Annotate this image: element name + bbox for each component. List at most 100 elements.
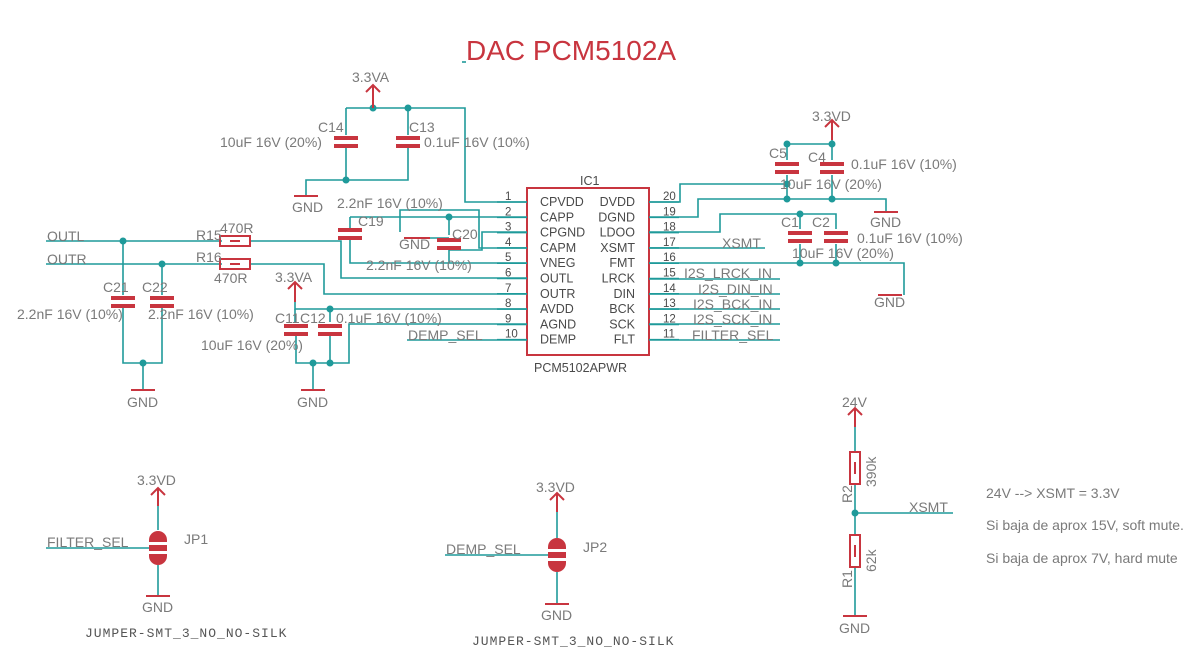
power-label: 3.3VD: [812, 108, 851, 124]
net-cpvdd: [373, 107, 527, 203]
resistor-r16[interactable]: [219, 258, 251, 270]
power-3v3a-top: [365, 83, 381, 108]
power-label: 3.3VA: [352, 69, 390, 85]
ic1-pin-name: XSMT: [600, 241, 635, 255]
gnd-label: GND: [142, 599, 173, 615]
c5-ref: C5: [769, 145, 787, 161]
c4-ref: C4: [808, 149, 826, 165]
ic1-pin-number: 16: [663, 252, 676, 264]
c20-ref: C20: [452, 226, 478, 242]
capacitor-c22[interactable]: [150, 296, 174, 308]
net-label-demp-sel: DEMP_SEL: [446, 541, 521, 557]
r2-value: 390k: [863, 456, 879, 487]
net-outl: [46, 240, 527, 279]
ic1-pin-name: CAPM: [540, 241, 576, 255]
jp1-ref: JP1: [184, 531, 208, 547]
gnd-label: GND: [839, 620, 870, 636]
jumper-jp1-group: 3.3VD FILTER_SEL GND JP1 JUMPER-SMT_3_NO…: [46, 472, 286, 641]
ic1-pin-number: 4: [505, 237, 512, 249]
c13-ref: C13: [409, 119, 435, 135]
ic1-symbol[interactable]: IC1 PCM5102APWR: [526, 174, 650, 375]
gnd-label: GND: [297, 394, 328, 410]
c21-ref: C21: [103, 279, 129, 295]
c22-ref: C22: [142, 279, 168, 295]
ic1-pin-name: AVDD: [540, 302, 574, 316]
note-line: Si baja de aprox 15V, soft mute.: [986, 517, 1184, 533]
capacitor-c5[interactable]: [775, 162, 799, 174]
power-3v3d-top: [824, 118, 840, 140]
gnd-label: GND: [127, 394, 158, 410]
ic1-pin-name: FLT: [614, 333, 636, 347]
net-label-outl: OUTL: [47, 228, 85, 244]
capacitor-c12[interactable]: [318, 324, 342, 336]
capacitor-c11[interactable]: [284, 324, 308, 336]
c14-c13-group: 3.3VA C14 10uF 16V (20%) C13 0.1uF 16V (…: [220, 69, 530, 215]
c4-value: 0.1uF 16V (10%): [851, 156, 957, 172]
ic1-pin-name: BCK: [609, 302, 635, 316]
jumper-jp2-group: 3.3VD DEMP_SEL GND JP2 JUMPER-SMT_3_NO_N…: [445, 479, 673, 649]
ic1-pin-number: 1: [505, 191, 511, 203]
ic1-pin-number: 13: [663, 298, 676, 310]
capacitor-c19[interactable]: [338, 228, 362, 240]
ic1-pin-number: 10: [505, 329, 518, 341]
capacitor-c4[interactable]: [820, 162, 844, 174]
c22-value: 2.2nF 16V (10%): [148, 306, 254, 322]
ic1-pin-number: 14: [663, 283, 676, 295]
c1-value: 10uF 16V (20%): [792, 245, 894, 261]
r2-ref: R2: [839, 485, 855, 503]
ic1-pin-name: AGND: [540, 317, 576, 331]
net-label-filter-sel: FILTER_SEL: [692, 327, 774, 343]
jumper-jp2[interactable]: [548, 538, 566, 572]
gnd-label: GND: [292, 199, 323, 215]
c13-value: 0.1uF 16V (10%): [424, 134, 530, 150]
r1-value: 62k: [863, 548, 879, 572]
power-3v3d-jp1: [150, 486, 166, 506]
gnd-label: GND: [541, 607, 572, 623]
resistor-r15[interactable]: [219, 235, 251, 247]
net-label-sck: I2S_SCK_IN: [693, 311, 772, 327]
ic1-pin-name: CPVDD: [540, 195, 584, 209]
capacitor-c13[interactable]: [396, 136, 420, 148]
xsmt-divider: 24V XSMT R2 390k R1 62k GND: [839, 394, 953, 636]
note-line: 24V --> XSMT = 3.3V: [986, 485, 1120, 501]
r15-ref: R15: [196, 227, 222, 243]
c1-ref: C1: [781, 214, 799, 230]
ic1-pin-number: 15: [663, 268, 676, 280]
note-line: Si baja de aprox 7V, hard mute: [986, 550, 1178, 566]
c2-value: 0.1uF 16V (10%): [857, 230, 963, 246]
ic1-pin-name: CPGND: [540, 226, 585, 240]
r16-ref: R16: [196, 249, 222, 265]
capacitor-c21[interactable]: [111, 296, 135, 308]
net-outr: [46, 263, 527, 295]
capacitor-c14[interactable]: [334, 136, 358, 148]
capacitor-c20[interactable]: [437, 238, 461, 250]
ic1-value: PCM5102APWR: [534, 361, 627, 375]
c12-ref: C12: [300, 310, 326, 326]
c20-value: 2.2nF 16V (10%): [366, 257, 472, 273]
c12-value: 0.1uF 16V (10%): [336, 310, 442, 326]
right-side-nets: 3.3VD C5 10uF 16V (20%) C4 0.1uF 16V (10…: [649, 108, 963, 343]
power-24v: [847, 406, 863, 427]
ic1-pin-number: 2: [505, 206, 511, 218]
ic1-pin-name: OUTL: [540, 272, 573, 286]
ic1-pin-number: 19: [663, 206, 676, 218]
c19-value: 2.2nF 16V (10%): [337, 195, 443, 211]
ic1-pin-name: SCK: [609, 317, 635, 331]
capacitor-c1[interactable]: [788, 231, 812, 243]
capacitor-c2[interactable]: [824, 231, 848, 243]
jumper-jp1[interactable]: [149, 531, 167, 565]
net-label-bck: I2S_BCK_IN: [693, 296, 772, 312]
ic1-pin-number: 6: [505, 268, 511, 280]
power-label: 24V: [842, 394, 868, 410]
c21-value: 2.2nF 16V (10%): [17, 306, 123, 322]
r16-value: 470R: [214, 270, 247, 286]
resistor-r2[interactable]: [849, 451, 861, 485]
ic1-pin-name: CAPP: [540, 210, 574, 224]
resistor-r1[interactable]: [849, 534, 861, 568]
power-label: 3.3VD: [536, 479, 575, 495]
power-3v3a-avdd: [287, 280, 303, 302]
ic1-pin-number: 3: [505, 222, 511, 234]
r15-value: 470R: [220, 220, 253, 236]
ic1-pin-number: 18: [663, 222, 676, 234]
